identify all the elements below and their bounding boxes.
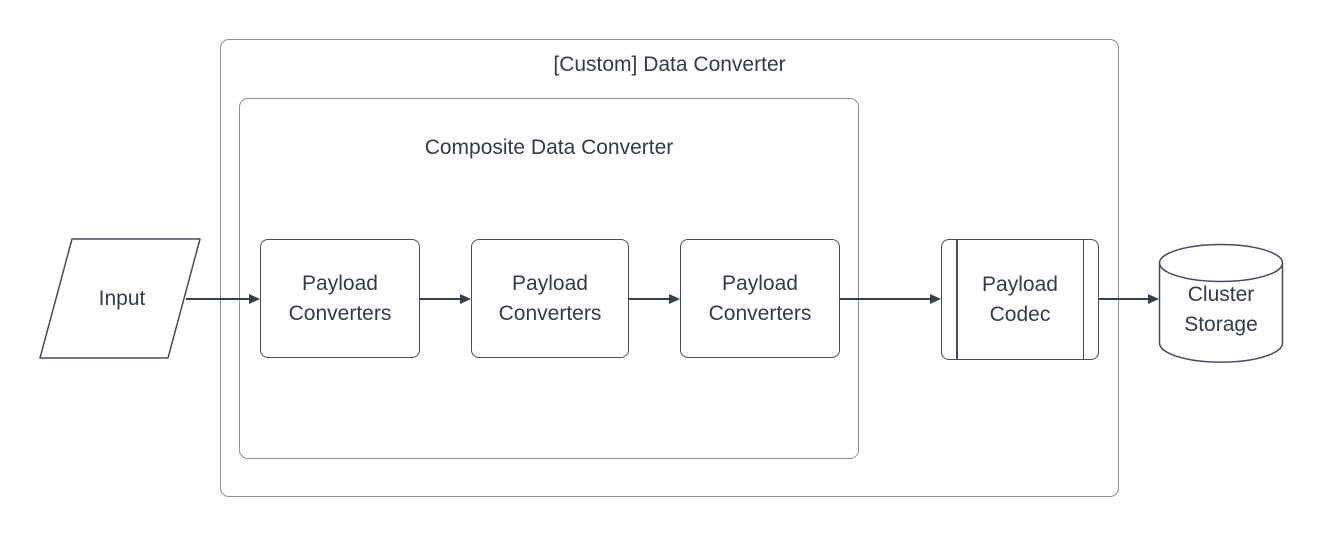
custom-data-converter-label: [Custom] Data Converter bbox=[553, 53, 786, 76]
node-payload-converter-1: Payload Converters bbox=[260, 239, 420, 358]
payload-codec-label: Payload Codec bbox=[982, 272, 1058, 326]
payload-converter-2-label: Payload Converters bbox=[498, 271, 602, 325]
arrow-line bbox=[629, 298, 670, 300]
codec-right-line bbox=[1082, 240, 1084, 359]
node-payload-converter-2: Payload Converters bbox=[471, 239, 629, 358]
arrow-line bbox=[1099, 298, 1149, 300]
node-composite-data-converter: Composite Data Converter bbox=[239, 98, 859, 459]
input-label: Input bbox=[98, 286, 146, 310]
arrow-head-icon bbox=[669, 294, 680, 304]
input-parallelogram-shape bbox=[39, 238, 201, 359]
arrow-head-icon bbox=[460, 294, 471, 304]
arrow-line bbox=[186, 298, 250, 300]
arrow-head-icon bbox=[930, 294, 941, 304]
payload-converter-3-label: Payload Converters bbox=[708, 271, 812, 325]
arrow-head-icon bbox=[1148, 294, 1159, 304]
arrow-head-icon bbox=[249, 294, 260, 304]
payload-converter-1-label: Payload Converters bbox=[288, 271, 392, 325]
composite-data-converter-label: Composite Data Converter bbox=[424, 136, 674, 159]
node-custom-data-converter: [Custom] Data Converter bbox=[220, 39, 1119, 497]
codec-left-line bbox=[956, 240, 958, 359]
arrow-line bbox=[840, 298, 931, 300]
cluster-storage-label: Cluster Storage bbox=[1184, 282, 1258, 336]
arrow-line bbox=[420, 298, 461, 300]
node-payload-converter-3: Payload Converters bbox=[680, 239, 840, 358]
node-payload-codec: Payload Codec bbox=[941, 239, 1099, 360]
cluster-storage-cylinder-shape bbox=[1158, 243, 1284, 363]
